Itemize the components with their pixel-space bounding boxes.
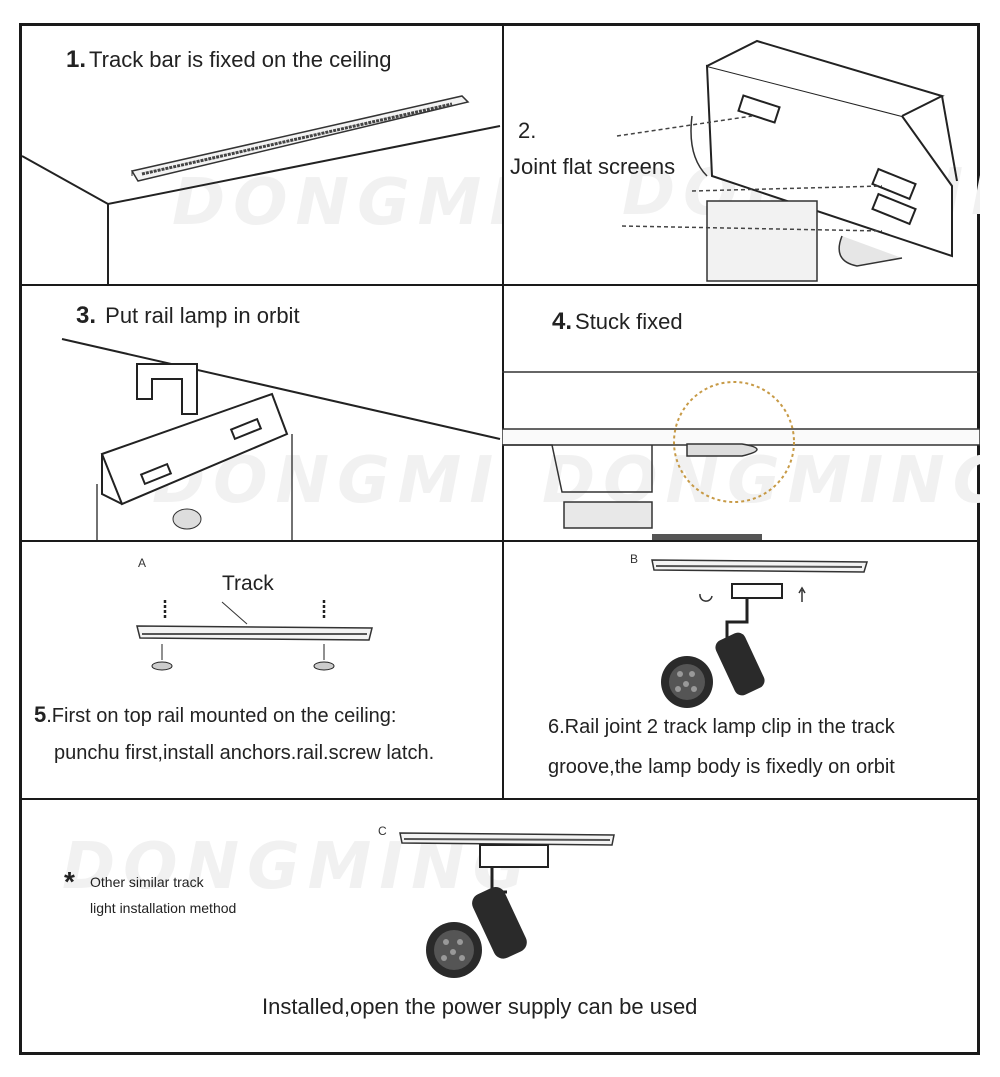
step-text: Track bar is fixed on the ceiling bbox=[89, 47, 392, 72]
lamp-clip-illustration bbox=[651, 559, 869, 708]
step-7-caption: Installed,open the power supply can be u… bbox=[262, 994, 698, 1019]
installed-lamp-illustration bbox=[399, 832, 615, 978]
note-line-2: light installation method bbox=[90, 900, 237, 916]
step-text: .First on top rail mounted on the ceilin… bbox=[46, 705, 397, 727]
step-6-line-2: groove,the lamp body is fixedly on orbit bbox=[548, 756, 895, 778]
panel-step-5: A Track 5.First on top rail mounted on t… bbox=[22, 542, 504, 800]
step-3-caption: 3. Put rail lamp in orbit bbox=[76, 302, 300, 330]
track-label: Track bbox=[222, 572, 274, 595]
instruction-sheet: DONGMING 1.Track bar is fixed on the cei… bbox=[19, 23, 980, 1055]
step-number: 4. bbox=[552, 308, 573, 335]
step-4-caption: 4.Stuck fixed bbox=[552, 308, 683, 336]
step-5-line-1: 5.First on top rail mounted on the ceili… bbox=[34, 702, 396, 728]
lamp-in-orbit-illustration bbox=[61, 338, 501, 540]
joint-connector-illustration bbox=[616, 39, 958, 282]
rail-mount-illustration bbox=[136, 600, 373, 671]
note-line-1: Other similar track bbox=[90, 874, 204, 890]
panel-step-7: DONGMING C * Other similar track light i… bbox=[22, 800, 980, 1055]
panel-step-6: B 6.Rail joint 2 track lamp clip in the … bbox=[502, 542, 980, 800]
ceiling-track-illustration bbox=[22, 95, 501, 284]
panel-step-2: DONGMING 2. Joint flat screens bbox=[502, 26, 980, 286]
step-text: Put rail lamp in orbit bbox=[105, 303, 300, 328]
step-number: 1. bbox=[66, 46, 87, 73]
figure-letter: C bbox=[378, 824, 387, 838]
stuck-fixed-illustration bbox=[502, 371, 980, 540]
step-2-text: Joint flat screens bbox=[510, 154, 676, 179]
step-1-caption: 1.Track bar is fixed on the ceiling bbox=[66, 46, 391, 74]
figure-letter: A bbox=[138, 556, 147, 570]
step-number: 5 bbox=[34, 702, 47, 727]
step-text: Stuck fixed bbox=[575, 309, 683, 334]
step-5-line-2: punchu first,install anchors.rail.screw … bbox=[54, 742, 435, 764]
panel-step-4: DONGMING 4.Stuck fixed bbox=[502, 284, 980, 542]
panel-step-1: DONGMING 1.Track bar is fixed on the cei… bbox=[22, 26, 504, 286]
step-number: 3. bbox=[76, 302, 97, 329]
step-2-number: 2. bbox=[518, 118, 537, 143]
panel-step-3: DONGMING 3. Put rail lamp in orbit bbox=[22, 284, 504, 542]
figure-letter: B bbox=[630, 552, 639, 566]
step-6-line-1: 6.Rail joint 2 track lamp clip in the tr… bbox=[548, 716, 895, 738]
note-star: * bbox=[64, 866, 75, 897]
